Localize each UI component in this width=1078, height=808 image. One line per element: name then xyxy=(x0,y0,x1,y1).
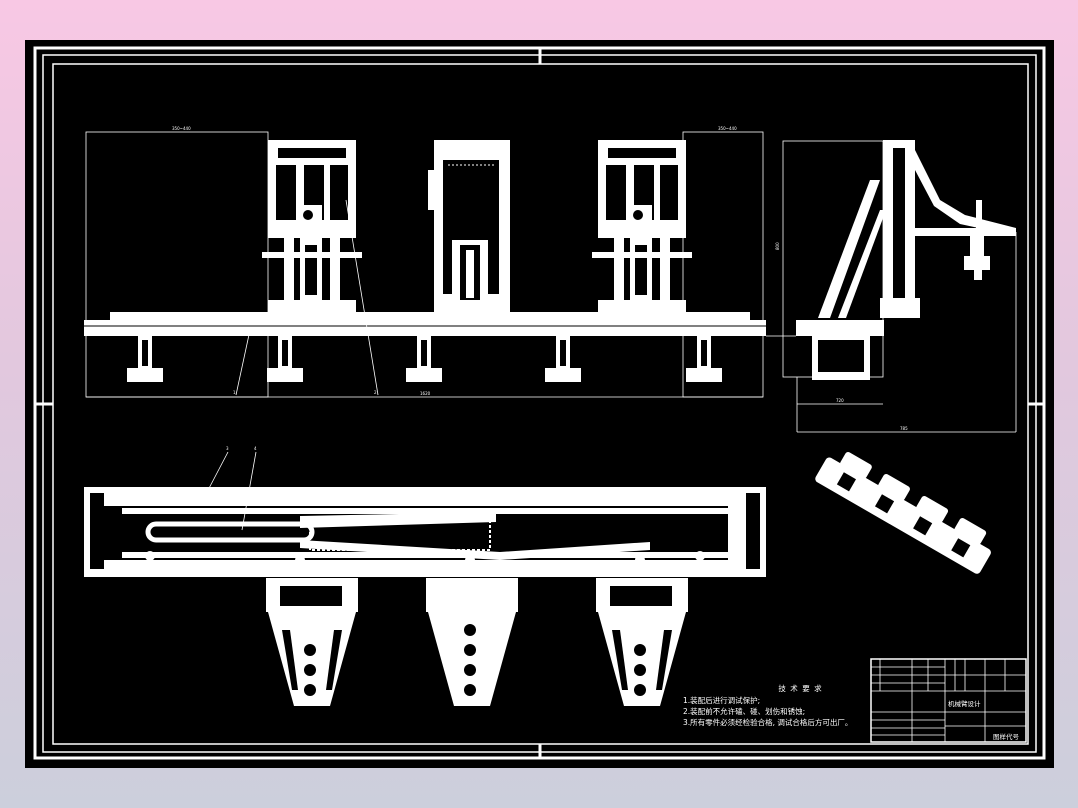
side-view xyxy=(782,140,1017,433)
tech-note-1: 1.装配后进行调试保护; xyxy=(683,696,761,705)
tech-note-3: 3.所有零件必须经检验合格, 调试合格后方可出厂。 xyxy=(683,718,853,727)
tech-notes-title: 技 术 要 求 xyxy=(778,684,823,693)
dim-side-total: 785 xyxy=(900,426,908,431)
dim-front-right: 350~440 xyxy=(718,126,737,131)
title-block xyxy=(870,658,1027,743)
title-block-drawing-name: 机械臂设计 xyxy=(948,700,981,708)
title-block-code: 图样代号 xyxy=(993,733,1019,741)
balloon-1: 1 xyxy=(233,390,236,395)
tech-note-2: 2.装配前不允许磕、碰、划伤和锈蚀; xyxy=(683,707,806,716)
top-gripper-3 xyxy=(596,578,688,706)
dim-side-base: 720 xyxy=(836,398,844,403)
technical-requirements: 技 术 要 求 1.装配后进行调试保护; 2.装配前不允许磕、碰、划伤和锈蚀; … xyxy=(683,683,858,728)
dim-side-height: 800 xyxy=(775,242,780,250)
top-gripper-2 xyxy=(426,578,518,706)
top-view xyxy=(84,451,766,706)
balloon-4: 4 xyxy=(254,446,257,451)
center-chain-column xyxy=(428,140,510,314)
right-column-unit xyxy=(592,140,692,314)
front-view xyxy=(84,131,796,398)
isometric-chain xyxy=(815,451,991,574)
base-beam xyxy=(84,320,766,336)
balloon-3: 3 xyxy=(226,446,229,451)
dim-front-total: 1620 xyxy=(420,391,431,396)
dim-front-left: 350~440 xyxy=(172,126,191,131)
top-gripper-1 xyxy=(266,578,358,706)
drawing-border xyxy=(33,46,1046,760)
left-column-unit xyxy=(262,140,362,314)
balloon-2: 2 xyxy=(374,390,377,395)
